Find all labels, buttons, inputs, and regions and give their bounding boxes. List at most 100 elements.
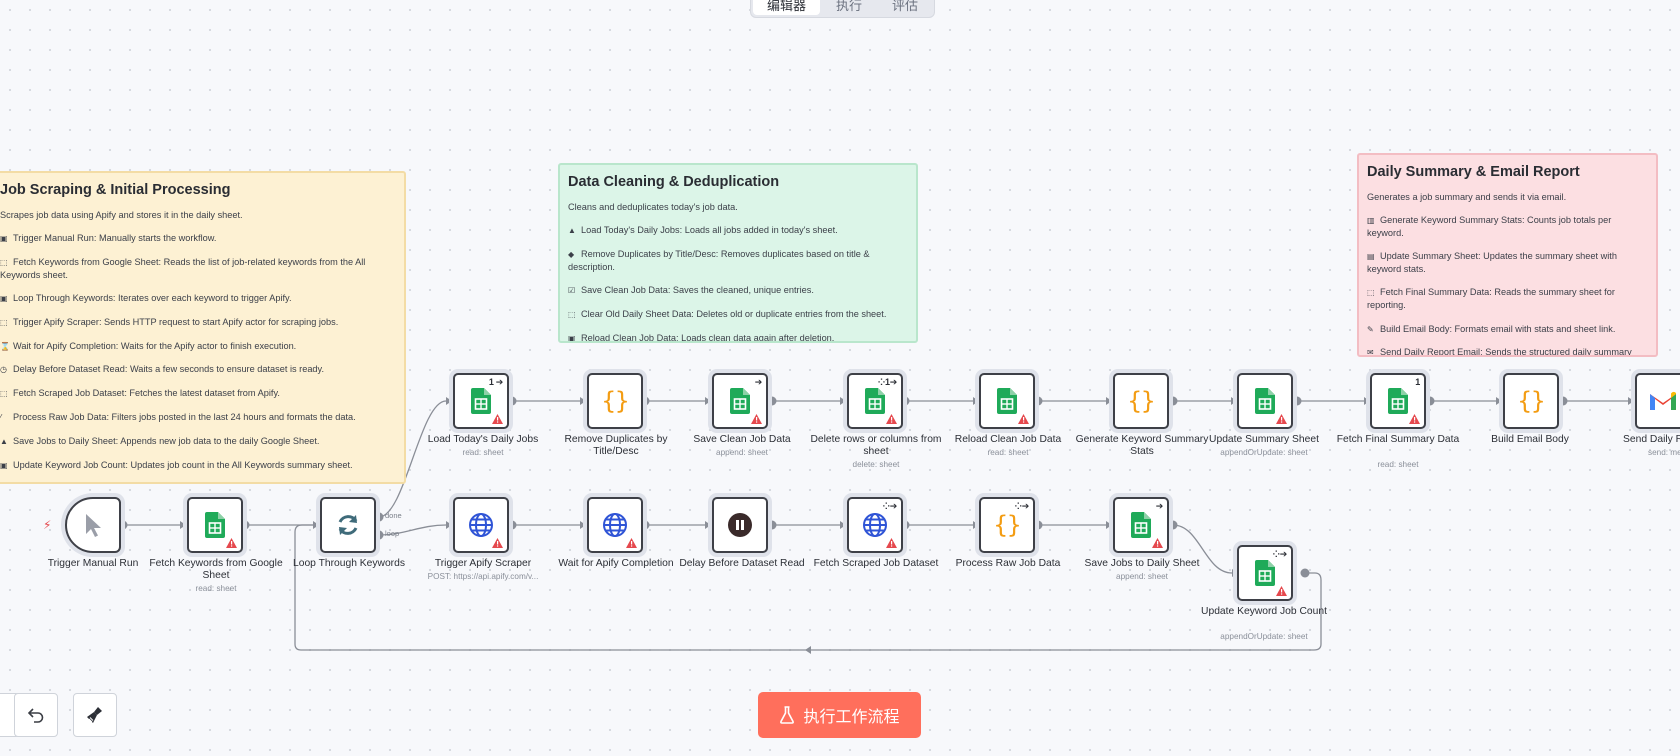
node-build-email[interactable]: {}	[1503, 373, 1559, 429]
tab-executions[interactable]: 执行	[836, 0, 863, 13]
note-item: ▲Save Jobs to Daily Sheet: Appends new j…	[0, 435, 396, 448]
node-label: Delete rows or columns from sheet	[810, 434, 942, 457]
note-title: Job Scraping & Initial Processing	[0, 182, 231, 198]
globe-icon	[849, 499, 901, 551]
node-trigger-manual-run[interactable]	[65, 497, 121, 553]
node-label: Fetch Final Summary Data	[1336, 434, 1460, 445]
node-label: Delay Before Dataset Read	[679, 558, 805, 569]
node-label: Remove Duplicates by Title/Desc	[564, 434, 668, 457]
node-fetch-summary[interactable]: 1	[1370, 373, 1426, 429]
google-sheets-icon	[455, 375, 507, 427]
node-status-badge: ⁘➔	[1014, 501, 1030, 511]
node-delete-rows[interactable]: ⁘1➔	[847, 373, 903, 429]
note-item-icon: ▣	[0, 233, 8, 243]
note-item-text: Build Email Body: Formats email with sta…	[1380, 323, 1616, 334]
note-item: ⬚ Trigger Apify Scraper: Sends HTTP reque…	[0, 316, 396, 329]
note-item: ☑Save Clean Job Data: Saves the cleaned,…	[568, 284, 908, 297]
node-label: Trigger Manual Run	[47, 558, 139, 569]
node-delay-dataset[interactable]	[712, 497, 768, 553]
node-reload-clean[interactable]	[979, 373, 1035, 429]
node-fetch-keywords[interactable]	[187, 497, 243, 553]
google-sheets-icon	[1372, 375, 1424, 427]
node-load-today[interactable]: 1 ➔	[453, 373, 509, 429]
node-send-email[interactable]	[1635, 373, 1680, 429]
node-save-clean[interactable]: ➔	[712, 373, 768, 429]
node-loop-keywords[interactable]	[320, 497, 376, 553]
node-status-badge: ⁘➔	[882, 501, 898, 511]
note-item-icon: ▣	[568, 333, 576, 343]
google-sheets-icon	[849, 375, 901, 427]
flask-icon	[780, 706, 795, 724]
note-item: ▣ Update Keyword Job Count: Updates job c…	[0, 459, 396, 472]
note-item-text: Loop Through Keywords: Iterates over eac…	[13, 293, 292, 303]
node-subtitle: append: sheet	[1116, 572, 1168, 581]
tab-editor[interactable]: 编辑器	[753, 0, 821, 15]
node-status-badge: ⁘➔	[1272, 549, 1288, 559]
run-workflow-button[interactable]: 执行工作流程	[758, 692, 921, 738]
note-item-text: Remove Duplicates by Title/Desc: Removes…	[568, 248, 870, 272]
code-icon: {}	[601, 387, 630, 415]
node-subtitle: send: messa	[1648, 448, 1680, 457]
note-item: ▲Load Today's Daily Jobs: Loads all jobs…	[568, 224, 908, 237]
node-label: Save Jobs to Daily Sheet	[1084, 558, 1200, 569]
note-item-icon: ⬚	[568, 309, 576, 319]
note-item-text: Fetch Keywords from Google Sheet: Reads …	[0, 256, 366, 280]
note-description: Scrapes job data using Apify and stores …	[0, 209, 243, 220]
node-wait-apify[interactable]	[587, 497, 643, 553]
warning-icon	[1409, 414, 1420, 424]
node-label: Trigger Apify Scraper	[434, 558, 532, 569]
node-label: Fetch Scraped Job Dataset	[813, 558, 939, 569]
node-label: Generate Keyword Summary Stats	[1075, 434, 1209, 457]
code-icon: {}	[1127, 387, 1156, 415]
node-subtitle: POST: https://api.apify.com/v...	[427, 572, 539, 581]
sticky-note-summary[interactable]: Daily Summary & Email Report Generates a…	[1357, 153, 1658, 357]
run-workflow-label: 执行工作流程	[803, 709, 900, 726]
node-remove-duplicates[interactable]: {}	[587, 373, 643, 429]
sticky-note-cleaning[interactable]: Data Cleaning & Deduplication Cleans and…	[558, 163, 918, 343]
note-item-text: Trigger Apify Scraper: Sends HTTP reques…	[13, 316, 339, 327]
node-generate-stats[interactable]: {}	[1113, 373, 1169, 429]
note-items: ▣Trigger Manual Run: Manually starts the…	[0, 232, 396, 471]
warning-icon	[492, 538, 503, 548]
google-sheets-icon	[1239, 375, 1291, 427]
warning-icon	[886, 414, 897, 424]
sticky-note-scraping[interactable]: Job Scraping & Initial Processing Scrape…	[0, 171, 406, 484]
warning-icon	[1276, 414, 1287, 424]
note-item-text: Update Keyword Job Count: Updates job co…	[13, 459, 353, 470]
note-item-icon: ✉	[1367, 348, 1374, 357]
warning-icon	[492, 414, 503, 424]
note-item-text: Load Today's Daily Jobs: Loads all jobs …	[581, 224, 838, 235]
node-update-summary[interactable]	[1237, 373, 1293, 429]
note-item-icon: ▤	[1367, 252, 1375, 262]
pause-icon	[714, 499, 766, 551]
undo-button[interactable]	[14, 693, 58, 737]
note-item-icon: ⬚	[0, 317, 8, 327]
gmail-icon	[1637, 375, 1680, 427]
note-item-icon: ▣	[0, 294, 8, 303]
node-label: Fetch Keywords from Google Sheet	[149, 558, 283, 581]
note-item: ⬚Clear Old Daily Sheet Data: Deletes old…	[568, 308, 908, 321]
google-sheets-icon	[981, 375, 1033, 427]
node-fetch-dataset[interactable]: ⁘➔	[847, 497, 903, 553]
node-subtitle: append: sheet	[716, 448, 768, 457]
node-label: Reload Clean Job Data	[954, 434, 1062, 445]
node-save-daily[interactable]: ➔	[1113, 497, 1169, 553]
note-item: ◷Delay Before Dataset Read: Waits a few …	[0, 363, 396, 376]
globe-icon	[455, 499, 507, 551]
tab-evaluations[interactable]: 评估	[892, 0, 919, 13]
node-trigger-apify[interactable]	[453, 497, 509, 553]
note-item-icon: ▣	[0, 460, 8, 470]
code-icon: {}	[1517, 387, 1546, 415]
node-label: Load Today's Daily Jobs	[427, 434, 539, 445]
note-item-icon: ⌛	[0, 341, 10, 351]
node-status-badge: ➔	[1155, 501, 1164, 511]
node-label: Update Keyword Job Count	[1201, 606, 1327, 617]
node-process-raw[interactable]: ⁘➔ {}	[979, 497, 1035, 553]
node-subtitle: read: sheet	[462, 448, 504, 457]
warning-icon	[1152, 538, 1163, 548]
note-item-icon: ⁄	[0, 412, 2, 422]
tidy-up-button[interactable]	[73, 693, 117, 737]
node-label: Send Daily Repo	[1623, 434, 1680, 445]
node-update-count[interactable]: ⁘➔	[1237, 545, 1293, 601]
